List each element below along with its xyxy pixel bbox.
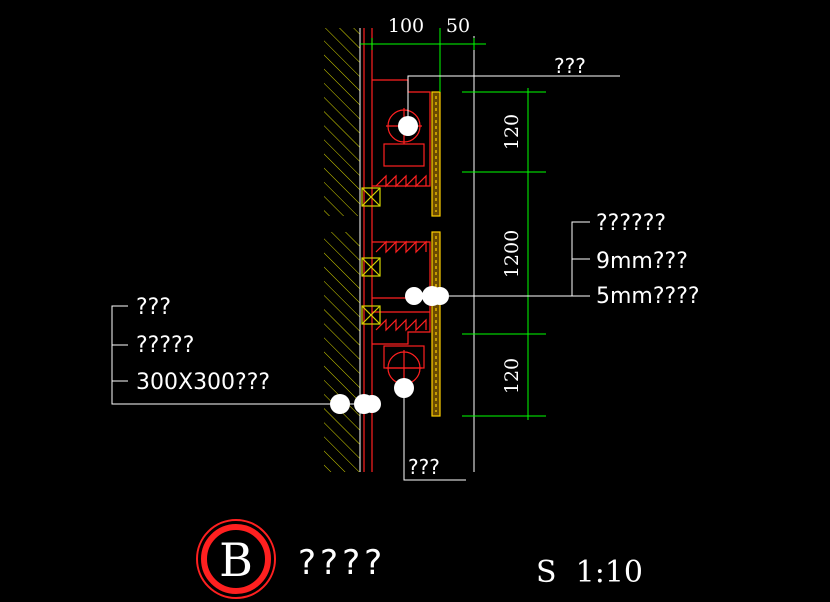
facing-panel	[431, 91, 441, 417]
lower-zigzag	[375, 240, 427, 254]
detail-marker-inner-ring	[201, 524, 271, 594]
wall-hatch-lower	[324, 232, 360, 472]
callout-right-1: ??????	[596, 211, 666, 236]
clip-fixture-upper	[383, 108, 425, 167]
facing-panel-upper	[431, 91, 441, 217]
callout-right-3: 5mm????	[596, 284, 700, 309]
callout-bottom: ???	[408, 455, 440, 479]
mid-zigzag	[375, 318, 427, 332]
callout-right-2: 9mm???	[596, 249, 688, 274]
anchor-box-1	[361, 187, 381, 207]
leader-top	[407, 75, 620, 124]
drawing-scale: S 1:10	[536, 555, 643, 590]
dim-vert-3: 120	[501, 358, 523, 394]
dim-top-100: 100	[388, 15, 424, 37]
callout-left-3: 300X300???	[136, 370, 270, 395]
leader-dot-bottom	[394, 378, 414, 398]
facing-panel-lower	[431, 231, 441, 417]
anchor-box-3	[361, 305, 381, 325]
anchor-box-2	[361, 257, 381, 277]
dim-vert-1: 120	[501, 114, 523, 150]
leader-dot-top	[398, 116, 418, 136]
leader-left-bracket	[111, 305, 128, 405]
lower-bracket	[372, 241, 431, 345]
vertical-dimension	[462, 88, 546, 420]
detail-letter: B	[219, 533, 253, 587]
detail-marker: B	[196, 519, 276, 599]
detail-marker-outer-ring	[196, 519, 276, 599]
detail-title: ????	[298, 543, 386, 583]
clip-base-upper	[383, 143, 425, 167]
leader-dots	[330, 116, 449, 414]
anchor-boxes	[361, 187, 381, 325]
dim-top-50: 50	[446, 15, 470, 37]
callout-left-2: ?????	[136, 333, 194, 358]
clip-base-lower	[383, 345, 425, 369]
top-dimension	[360, 28, 486, 92]
callout-left-1: ???	[136, 295, 171, 320]
leader-lines	[111, 75, 620, 481]
leader-dot-left-3	[363, 395, 381, 413]
leader-dot-right-1	[405, 287, 423, 305]
leader-bottom	[403, 390, 466, 481]
dim-vert-2: 1200	[501, 230, 523, 278]
wall-hatch-upper	[324, 28, 360, 216]
wall-hatch	[324, 28, 361, 472]
leader-dot-right-3	[431, 287, 449, 305]
callout-top: ???	[554, 54, 586, 78]
leader-dot-left-1	[330, 394, 350, 414]
upper-bracket	[372, 79, 431, 187]
upper-zigzag	[375, 174, 427, 188]
